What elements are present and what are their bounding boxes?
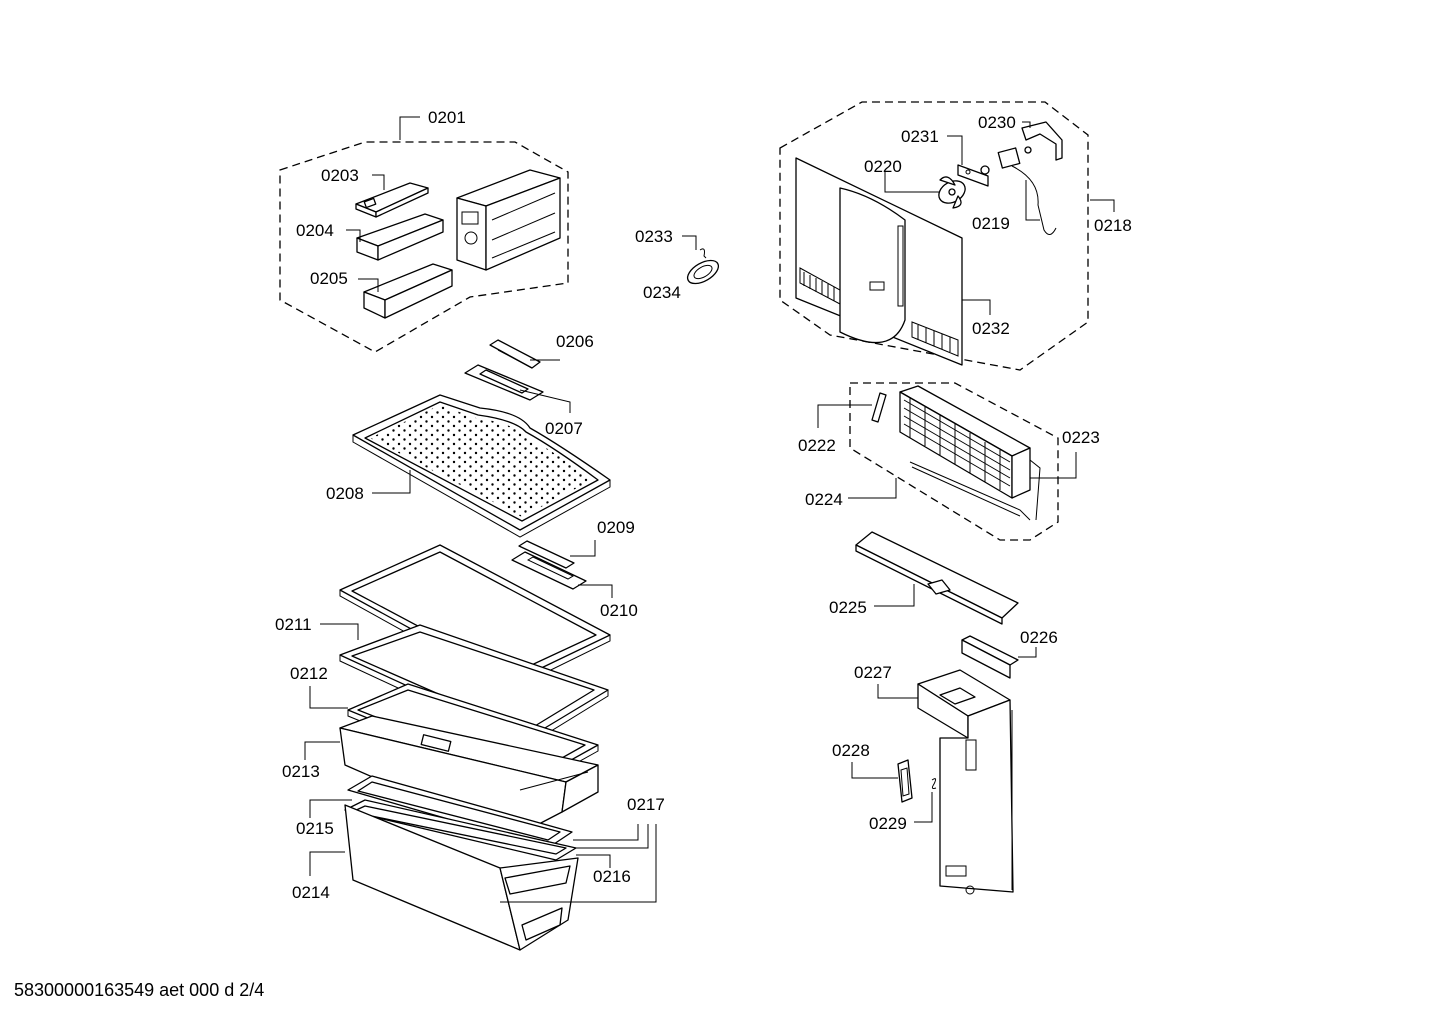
- group-outline-0201: [279, 141, 569, 353]
- label-0218: 0218: [1094, 216, 1132, 235]
- part-0207: [464, 364, 544, 401]
- label-0228: 0228: [832, 741, 870, 760]
- part-labels: 0201 0203 0204 0205 0206 0207 0208 0209 …: [275, 108, 1132, 902]
- label-0229: 0229: [869, 814, 907, 833]
- label-0232: 0232: [972, 319, 1010, 338]
- part-0229: [931, 778, 937, 789]
- part-0222: [871, 392, 887, 423]
- part-0226: [961, 635, 1019, 679]
- label-0214: 0214: [292, 883, 330, 902]
- part-0203: [355, 182, 429, 218]
- part-0205: [363, 263, 453, 319]
- label-0210: 0210: [600, 601, 638, 620]
- label-0211: 0211: [275, 615, 312, 634]
- part-0228: [897, 759, 913, 803]
- label-0220: 0220: [864, 157, 902, 176]
- label-0201: 0201: [428, 108, 466, 127]
- part-0230: [1021, 121, 1063, 161]
- label-0231: 0231: [901, 127, 939, 146]
- label-0207: 0207: [545, 419, 583, 438]
- part-0214: [344, 804, 579, 951]
- label-0233: 0233: [635, 227, 673, 246]
- label-0222: 0222: [798, 436, 836, 455]
- part-0225: [855, 531, 1019, 625]
- label-0224: 0224: [805, 490, 843, 509]
- label-0203: 0203: [321, 166, 359, 185]
- label-0213: 0213: [282, 762, 320, 781]
- part-0227: [917, 669, 1014, 895]
- part-0208: [352, 394, 611, 538]
- part-0209: [518, 540, 575, 569]
- label-0205: 0205: [310, 269, 348, 288]
- part-0213: [339, 715, 599, 839]
- group-outline-0218: [779, 101, 1089, 371]
- label-0226: 0226: [1020, 628, 1058, 647]
- label-0219: 0219: [972, 214, 1010, 233]
- part-0224: [909, 459, 1041, 521]
- part-0204: [356, 213, 444, 261]
- label-0217: 0217: [627, 795, 665, 814]
- label-0206: 0206: [556, 332, 594, 351]
- label-0212: 0212: [290, 664, 328, 683]
- document-id: 58300000163549 aet 000 d 2/4: [14, 980, 265, 1000]
- part-dispenser-box: [456, 169, 561, 271]
- part-0234: [686, 259, 720, 285]
- group-outline-0223: [849, 382, 1059, 541]
- label-0215: 0215: [296, 819, 334, 838]
- part-0220: [938, 176, 966, 209]
- part-0219: [980, 146, 1057, 235]
- label-0234: 0234: [643, 283, 681, 302]
- label-0225: 0225: [829, 598, 867, 617]
- label-0230: 0230: [978, 113, 1016, 132]
- label-0209: 0209: [597, 518, 635, 537]
- leader-lines: [304, 116, 1115, 903]
- part-0206: [489, 339, 541, 369]
- label-0216: 0216: [593, 867, 631, 886]
- part-0233: [699, 248, 707, 259]
- label-0223: 0223: [1062, 428, 1100, 447]
- part-0210: [511, 551, 587, 590]
- label-0227: 0227: [854, 663, 892, 682]
- part-0231: [957, 164, 989, 187]
- label-0204: 0204: [296, 221, 334, 240]
- part-0223-coil: [899, 385, 1031, 499]
- label-0208: 0208: [326, 484, 364, 503]
- part-0232: [795, 157, 963, 366]
